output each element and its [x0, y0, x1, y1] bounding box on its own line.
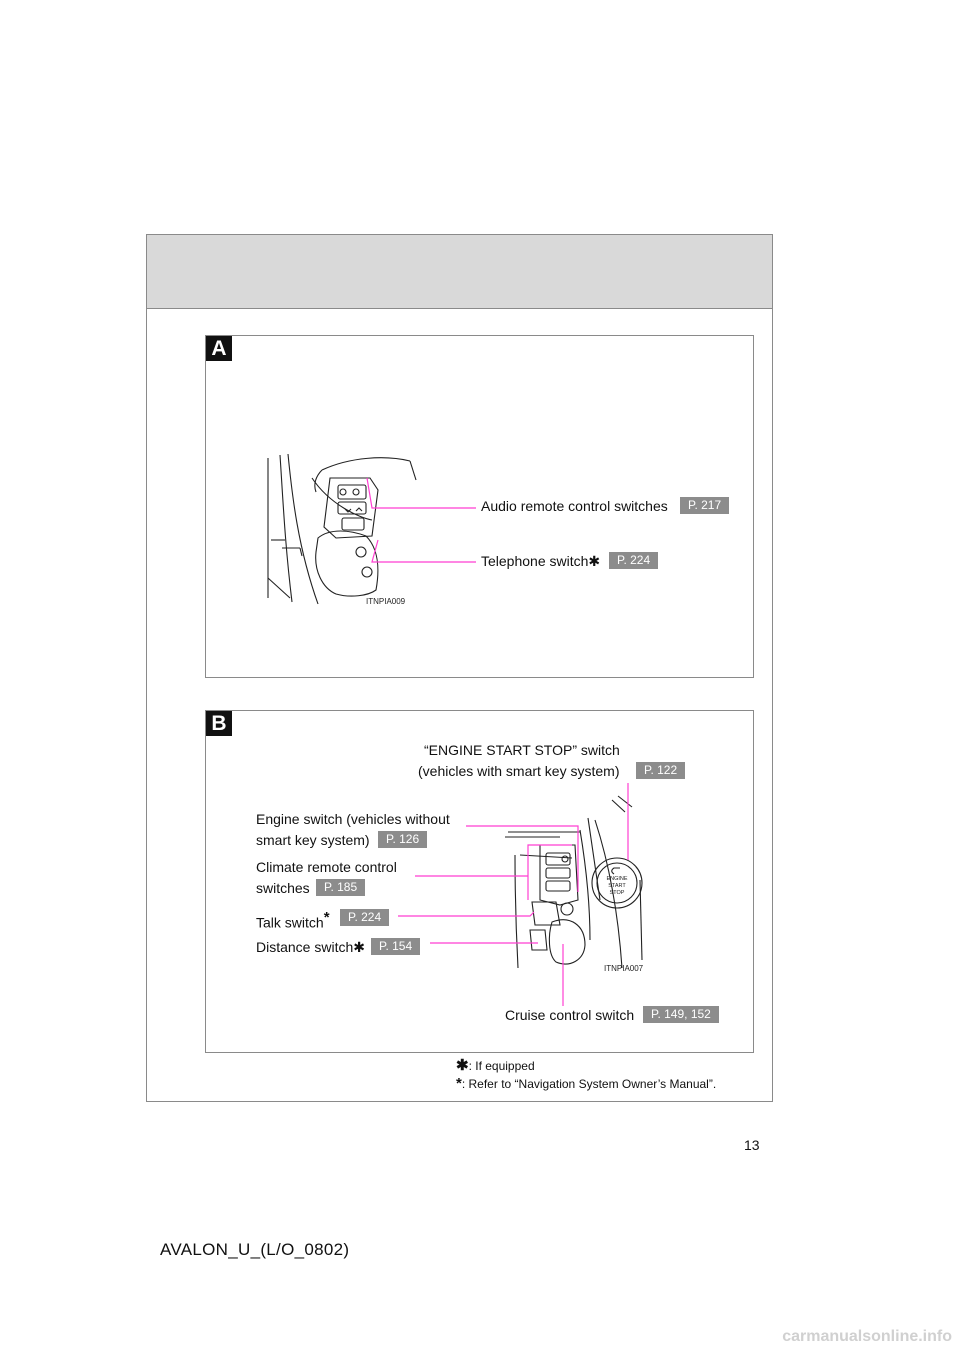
talk-switch-ref[interactable]: P. 224: [340, 909, 390, 926]
engine-switch-label-line1: Engine switch (vehicles without: [256, 811, 450, 827]
audio-remote-ref[interactable]: P. 217: [680, 497, 730, 514]
engine-switch-ref[interactable]: P. 126: [378, 831, 428, 848]
engine-start-stop-ref[interactable]: P. 122: [636, 762, 686, 779]
panel-a: [205, 335, 754, 678]
engine-start-stop-label-line1: “ENGINE START STOP” switch: [424, 742, 620, 758]
svg-text:START: START: [608, 883, 626, 889]
equipped-mark: ✱: [588, 553, 601, 569]
distance-switch-label: Distance switch✱: [256, 939, 365, 955]
talk-switch-label: Talk switch*: [256, 909, 330, 931]
page-number: 13: [744, 1137, 760, 1153]
watermark: carmanualsonline.info: [782, 1328, 952, 1345]
telephone-switch-ref[interactable]: P. 224: [609, 552, 659, 569]
telephone-switch-label: Telephone switch✱: [481, 553, 601, 569]
section-b-badge: B: [206, 711, 232, 736]
svg-text:ENGINE: ENGINE: [606, 876, 627, 882]
document-footer: AVALON_U_(L/O_0802): [160, 1240, 350, 1259]
section-a-badge: A: [206, 336, 232, 361]
leader-lines: [366, 477, 629, 1006]
steering-wheel-a-illustration: [267, 453, 417, 605]
header-band: [147, 235, 772, 309]
climate-remote-ref[interactable]: P. 185: [316, 879, 366, 896]
footnotes: ✱: If equipped *: Refer to “Navigation S…: [456, 1057, 716, 1093]
page-frame: [146, 234, 773, 1102]
climate-remote-label-line2: switches: [256, 880, 310, 896]
svg-text:STOP: STOP: [610, 890, 625, 896]
cruise-control-ref[interactable]: P. 149, 152: [643, 1006, 719, 1023]
distance-switch-ref[interactable]: P. 154: [371, 938, 421, 955]
engine-switch-label-line2: smart key system): [256, 832, 370, 848]
equipped-mark: ✱: [353, 939, 365, 955]
engine-start-stop-label-line2: (vehicles with smart key system): [418, 763, 620, 779]
figure-a-id: ITNPIA009: [366, 597, 406, 606]
footnote-navigation: *: Refer to “Navigation System Owner’s M…: [456, 1075, 717, 1092]
figure-b-id: ITNPIA007: [604, 964, 644, 973]
navigation-mark: *: [323, 909, 330, 926]
climate-remote-label-line1: Climate remote control: [256, 859, 397, 875]
steering-wheel-b-illustration: ENGINE START STOP: [505, 795, 643, 969]
audio-remote-label: Audio remote control switches: [481, 498, 668, 514]
cruise-control-label: Cruise control switch: [505, 1007, 635, 1023]
footnote-if-equipped: ✱: If equipped: [456, 1057, 535, 1074]
